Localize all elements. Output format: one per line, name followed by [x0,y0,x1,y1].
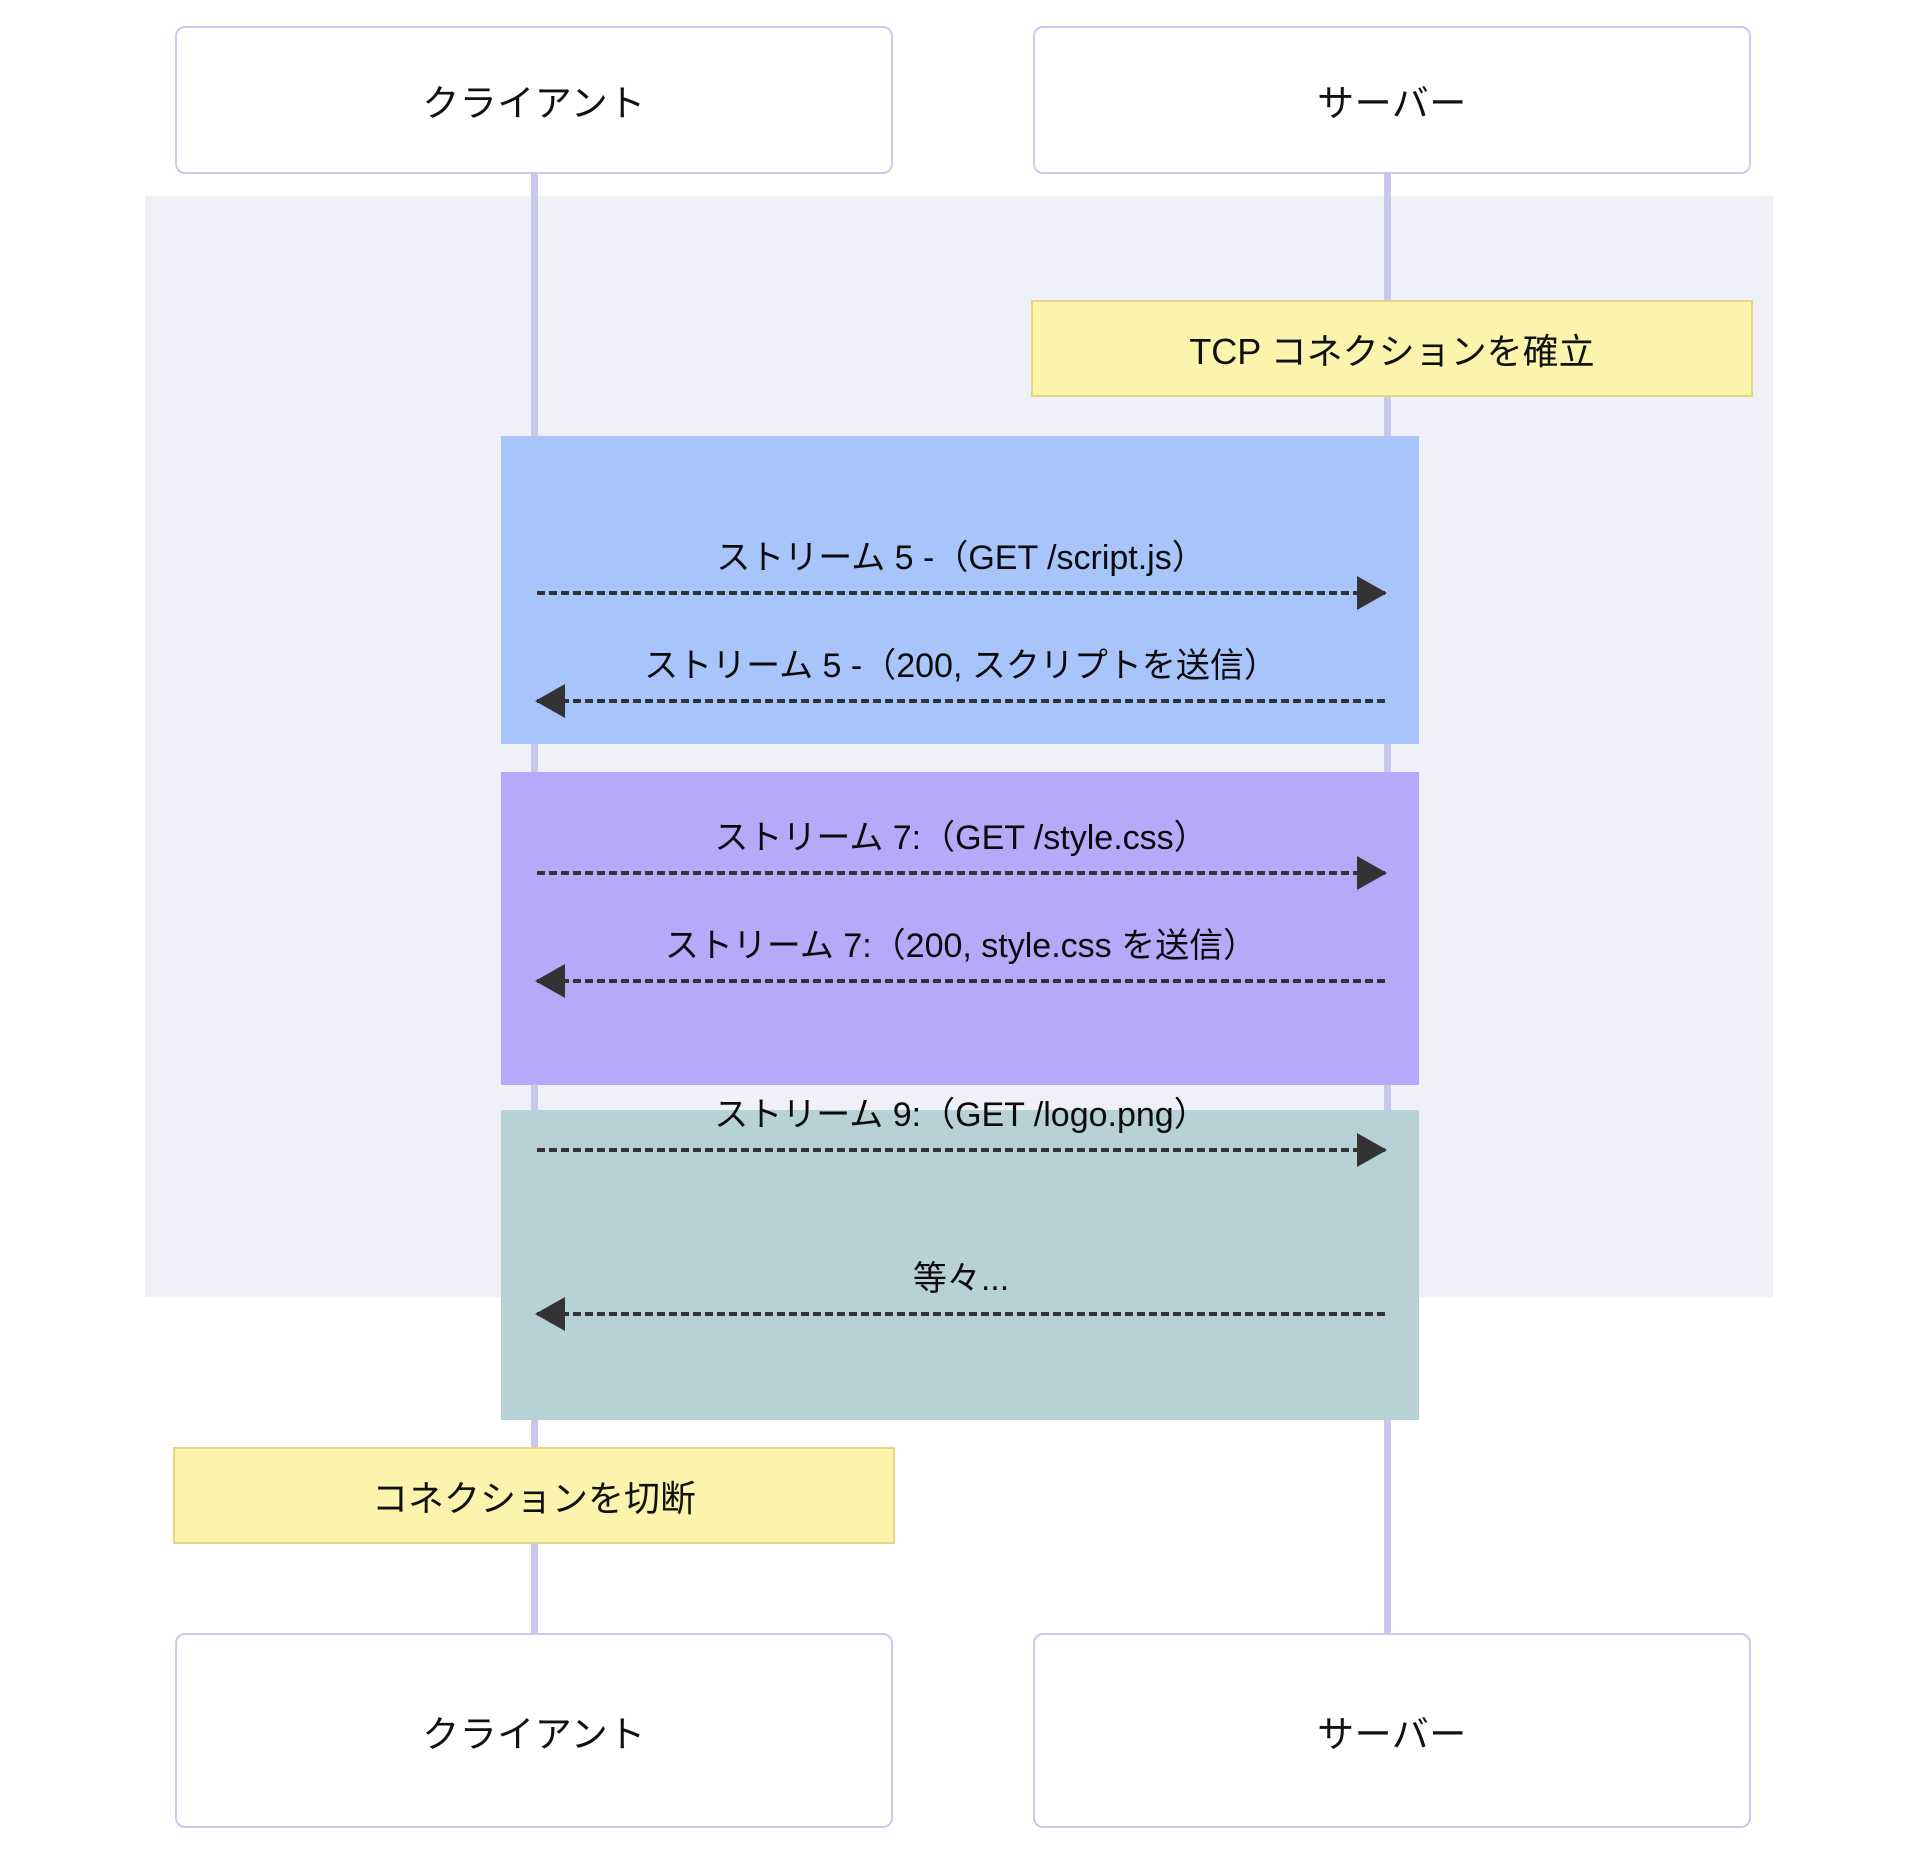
message-stream-9-request: ストリーム 9:（GET /logo.png） [537,1062,1387,1167]
message-line [537,871,1385,875]
actor-box-client-bottom[interactable]: クライアント [175,1633,893,1828]
message-line [537,591,1385,595]
message-stream-5-request-label: ストリーム 5 -（GET /script.js） [716,539,1206,577]
message-stream-7-request-label: ストリーム 7:（GET /style.css） [714,819,1208,857]
message-stream-7-response: ストリーム 7:（200, style.css を送信） [535,893,1385,998]
note-connection-close: コネクションを切断 [173,1447,895,1544]
arrowhead-right-icon [1357,856,1387,890]
arrowhead-left-icon [535,964,565,998]
message-line [537,979,1385,983]
note-tcp-establish-text: TCP コネクションを確立 [1189,330,1595,372]
note-tcp-establish: TCP コネクションを確立 [1031,300,1753,397]
group-stream-5-rect [501,436,1419,744]
actor-box-server-top[interactable]: サーバー [1033,26,1751,174]
message-stream-5-response: ストリーム 5 -（200, スクリプトを送信） [535,613,1385,718]
group-stream-9-rect [501,1110,1419,1420]
message-stream-7-request: ストリーム 7:（GET /style.css） [537,785,1387,890]
message-stream-5-request: ストリーム 5 -（GET /script.js） [537,505,1387,610]
message-etc: 等々... [535,1226,1385,1331]
message-etc-label: 等々... [912,1260,1010,1298]
message-line [537,1312,1385,1316]
arrowhead-right-icon [1357,576,1387,610]
actor-label-client-top: クライアント [422,83,646,124]
actor-label-server-bottom: サーバー [1317,1713,1467,1755]
message-stream-5-response-label: ストリーム 5 -（200, スクリプトを送信） [644,647,1278,685]
actor-label-server-top: サーバー [1317,83,1467,124]
arrowhead-left-icon [535,684,565,718]
arrowhead-right-icon [1357,1133,1387,1167]
message-line [537,1148,1385,1152]
actor-box-server-bottom[interactable]: サーバー [1033,1633,1751,1828]
message-line [537,699,1385,703]
actor-box-client-top[interactable]: クライアント [175,26,893,174]
actor-label-client-bottom: クライアント [422,1713,646,1755]
group-stream-7-rect [501,772,1419,1085]
note-connection-close-text: コネクションを切断 [371,1477,696,1519]
message-stream-7-response-label: ストリーム 7:（200, style.css を送信） [664,927,1258,965]
message-stream-9-request-label: ストリーム 9:（GET /logo.png） [714,1096,1208,1134]
arrowhead-left-icon [535,1297,565,1331]
